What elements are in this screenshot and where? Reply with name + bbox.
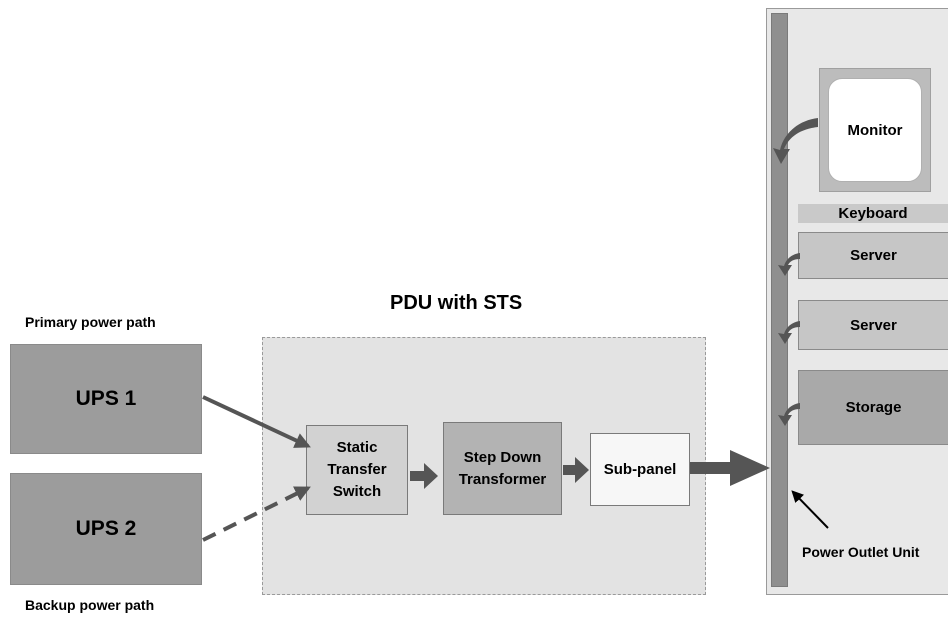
storage-label: Storage — [845, 399, 902, 416]
server-1-feed-arrow — [778, 253, 800, 276]
server-1: Server — [798, 232, 948, 279]
power-outlet-unit-label: Power Outlet Unit — [802, 544, 920, 560]
keyboard-label: Keyboard — [838, 205, 908, 222]
sub-panel-label: Sub-panel — [603, 460, 677, 478]
sts-label-line1: Static — [336, 439, 378, 457]
pdu-title: PDU with STS — [390, 292, 523, 314]
sub-panel: Sub-panel — [590, 433, 690, 506]
static-transfer-switch: Static Transfer Switch — [306, 425, 408, 515]
server-2-label: Server — [850, 316, 897, 334]
transformer-to-subpanel-arrow — [563, 457, 589, 483]
sts-to-transformer-arrow — [410, 463, 438, 489]
transformer-label-line2: Transformer — [458, 470, 547, 488]
monitor-feed-arrow — [773, 118, 818, 164]
backup-power-path-label: Backup power path — [25, 597, 155, 613]
ups-1-block: UPS 1 — [10, 344, 202, 454]
server-1-label: Server — [850, 247, 897, 264]
step-down-transformer: Step Down Transformer — [443, 422, 562, 515]
storage-feed-arrow — [778, 403, 800, 426]
pou-pointer-arrow — [791, 490, 829, 529]
server-2-feed-arrow — [778, 321, 800, 344]
keyboard: Keyboard — [798, 204, 948, 223]
primary-power-path-label: Primary power path — [25, 314, 156, 330]
monitor-label: Monitor — [847, 121, 903, 139]
primary-path-arrow — [202, 395, 311, 448]
transformer-label-line1: Step Down — [463, 448, 542, 466]
ups-2-label: UPS 2 — [75, 517, 137, 540]
device-feed-arrows — [773, 118, 818, 426]
backup-path-arrow — [202, 486, 311, 542]
sts-label-line2: Transfer — [327, 461, 387, 479]
ups-1-label: UPS 1 — [75, 387, 137, 410]
storage: Storage — [798, 370, 948, 445]
monitor: Monitor — [828, 78, 922, 182]
sts-label-line3: Switch — [332, 482, 382, 500]
subpanel-to-pou-arrow — [690, 450, 770, 486]
ups-2-block: UPS 2 — [10, 473, 202, 585]
